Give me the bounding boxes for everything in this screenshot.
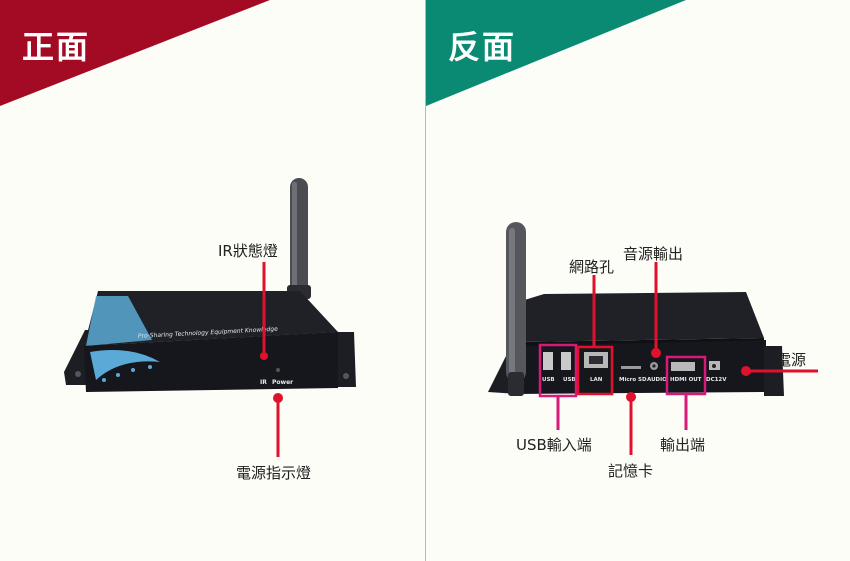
ir-status-light-label: IR狀態燈 <box>218 242 278 260</box>
hdmi-port <box>671 362 695 371</box>
front-heading: 正面 <box>22 28 91 66</box>
back-device-image: USB USB LAN Micro SD AUDIO HDMI OUT DC12… <box>488 222 818 455</box>
lan-label: LAN <box>590 377 603 383</box>
lan-port-label: 網路孔 <box>569 258 615 276</box>
power-port-label: 電源 <box>776 351 807 369</box>
front-panel: 正面 Pro-Sharing Technology Equipment Know… <box>0 0 356 482</box>
antenna <box>287 178 311 299</box>
antenna <box>506 222 526 396</box>
micro-sd-label: Micro SD <box>619 377 647 383</box>
audio-callout-dot <box>651 348 661 358</box>
audio-label: AUDIO <box>647 377 667 383</box>
power-label: Power <box>272 379 293 386</box>
power-indicator-label: 電源指示燈 <box>236 464 312 482</box>
front-device-image: Pro-Sharing Technology Equipment Knowled… <box>64 178 356 457</box>
power-led <box>276 368 280 372</box>
usb-input-label: USB輸入端 <box>516 436 592 454</box>
ir-label: IR <box>260 379 267 386</box>
micro-sd-slot <box>621 366 641 369</box>
ir-status-led <box>260 352 268 360</box>
usb-port-1 <box>543 352 553 370</box>
back-panel: 反面 USB USB LAN Micro SD AUDIO H <box>426 0 850 561</box>
back-heading: 反面 <box>448 28 517 66</box>
back-corner-banner <box>426 0 686 106</box>
panel-divider <box>425 0 426 561</box>
memory-card-label: 記憶卡 <box>608 462 654 480</box>
usb2-label: USB <box>563 377 576 383</box>
front-corner-banner <box>0 0 270 106</box>
output-port-label: 輸出端 <box>660 436 706 454</box>
usb1-label: USB <box>542 377 555 383</box>
audio-output-label: 音源輸出 <box>623 245 684 263</box>
usb-port-2 <box>561 352 571 370</box>
dc-label: DC12V <box>706 377 727 383</box>
hdmi-label: HDMI OUT <box>670 377 702 383</box>
